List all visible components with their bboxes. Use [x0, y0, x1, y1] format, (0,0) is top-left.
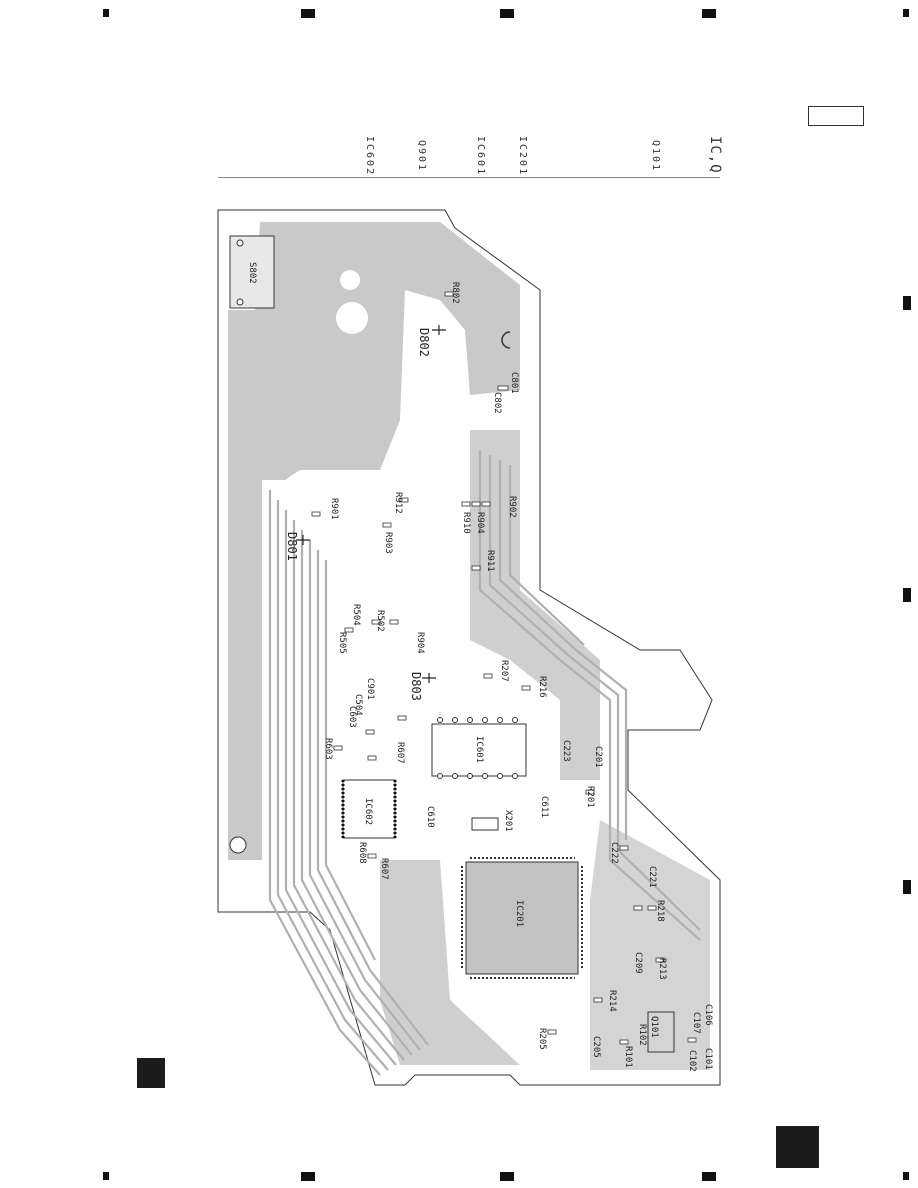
svg-text:C802: C802: [492, 392, 502, 414]
part-labels: R802 D802 C801 C802 R902 R912 R901 D801 …: [285, 282, 713, 1072]
svg-text:R608: R608: [357, 842, 367, 864]
svg-text:R603: R603: [323, 738, 333, 760]
part-s802: [229, 235, 275, 309]
svg-text:R201: R201: [585, 786, 595, 808]
svg-text:R903: R903: [383, 532, 393, 554]
ic601-pads: [437, 717, 518, 779]
ic201-pins: [461, 857, 583, 979]
svg-text:D801: D801: [285, 532, 299, 561]
svg-text:C222: C222: [609, 842, 619, 864]
copper-region-strip: [228, 310, 262, 860]
svg-text:C611: C611: [539, 796, 549, 818]
registration-mark-top-3: [500, 9, 514, 18]
svg-text:R902: R902: [507, 496, 517, 518]
mount-hole-1: [340, 270, 360, 290]
registration-mark-bottom-5: [903, 1172, 909, 1180]
svg-text:C221: C221: [647, 866, 657, 888]
svg-text:R502: R502: [375, 610, 385, 632]
mount-c-shape: [501, 331, 511, 349]
svg-text:R904: R904: [475, 512, 485, 534]
trace-bundle-left: [268, 490, 429, 1076]
part-ic601: [431, 723, 527, 777]
svg-text:R911: R911: [485, 550, 495, 572]
corner-marker-left: [137, 1058, 165, 1088]
svg-text:R802: R802: [450, 282, 460, 304]
svg-text:C610: C610: [425, 806, 435, 828]
registration-mark-bottom-4: [702, 1172, 716, 1181]
svg-text:R504: R504: [351, 604, 361, 626]
registration-mark-bottom-3: [500, 1172, 514, 1181]
svg-text:C901: C901: [365, 678, 375, 700]
ic602-pins: [341, 780, 397, 840]
copper-region-top: [250, 222, 520, 480]
svg-text:C107: C107: [691, 1012, 701, 1034]
svg-text:C504: C504: [353, 694, 363, 716]
mount-hole-2: [336, 302, 368, 334]
svg-text:R607: R607: [379, 858, 389, 880]
label-s802: S802: [247, 262, 257, 284]
svg-text:R505: R505: [337, 632, 347, 654]
svg-text:R213: R213: [657, 958, 667, 980]
page-index-box: [808, 106, 864, 126]
svg-text:R904: R904: [415, 632, 425, 654]
copper-region-bottom: [380, 860, 520, 1065]
svg-text:C603: C603: [347, 706, 357, 728]
corner-marker-right: [776, 1126, 819, 1168]
header-label-ic201: IC201: [517, 136, 528, 177]
registration-mark-bottom-1: [103, 1172, 109, 1180]
svg-text:C106: C106: [703, 1004, 713, 1026]
registration-mark-right-2: [903, 588, 911, 602]
mount-hole-3: [229, 836, 247, 854]
svg-text:R216: R216: [537, 676, 547, 698]
svg-text:C205: C205: [591, 1036, 601, 1058]
svg-text:R910: R910: [461, 512, 471, 534]
registration-mark-bottom-2: [301, 1172, 315, 1181]
diodes: [296, 325, 446, 683]
header-label-ic602: IC602: [364, 136, 375, 177]
header-label-q101: Q101: [650, 140, 661, 173]
svg-text:C209: C209: [633, 952, 643, 974]
header-title: IC,Q: [707, 136, 723, 174]
svg-text:R912: R912: [393, 492, 403, 514]
header-label-q901: Q901: [416, 140, 427, 173]
svg-text:R607: R607: [395, 742, 405, 764]
svg-text:C223: C223: [561, 740, 571, 762]
small-components: [311, 291, 697, 1045]
svg-text:C201: C201: [593, 746, 603, 768]
header-rule: [218, 177, 720, 178]
label-ic602: IC602: [363, 798, 373, 825]
svg-text:C101: C101: [703, 1048, 713, 1070]
part-x201: [471, 817, 499, 831]
part-ic201: [465, 861, 579, 975]
label-ic601: IC601: [474, 736, 484, 763]
svg-text:R207: R207: [499, 660, 509, 682]
registration-mark-top-2: [301, 9, 315, 18]
part-q101: [647, 1011, 675, 1053]
registration-mark-top-4: [702, 9, 716, 18]
copper-region-right-lower: [590, 820, 710, 1070]
svg-text:C801: C801: [509, 372, 519, 394]
label-ic201: IC201: [514, 900, 524, 927]
copper-region-right: [470, 430, 600, 780]
svg-text:R218: R218: [655, 900, 665, 922]
svg-text:C102: C102: [687, 1050, 697, 1072]
svg-text:D803: D803: [409, 672, 423, 701]
svg-text:D802: D802: [417, 328, 431, 357]
registration-mark-right-3: [903, 880, 911, 894]
svg-text:R901: R901: [329, 498, 339, 520]
svg-text:R214: R214: [607, 990, 617, 1012]
registration-mark-top-5: [903, 9, 909, 17]
svg-text:R101: R101: [623, 1046, 633, 1068]
svg-text:R102: R102: [637, 1024, 647, 1046]
header-label-ic601: IC601: [475, 136, 486, 177]
label-x201: X201: [503, 810, 513, 832]
registration-mark-right-1: [903, 296, 911, 310]
label-q101: Q101: [649, 1016, 659, 1038]
registration-mark-top-1: [103, 9, 109, 17]
svg-text:R205: R205: [537, 1028, 547, 1050]
